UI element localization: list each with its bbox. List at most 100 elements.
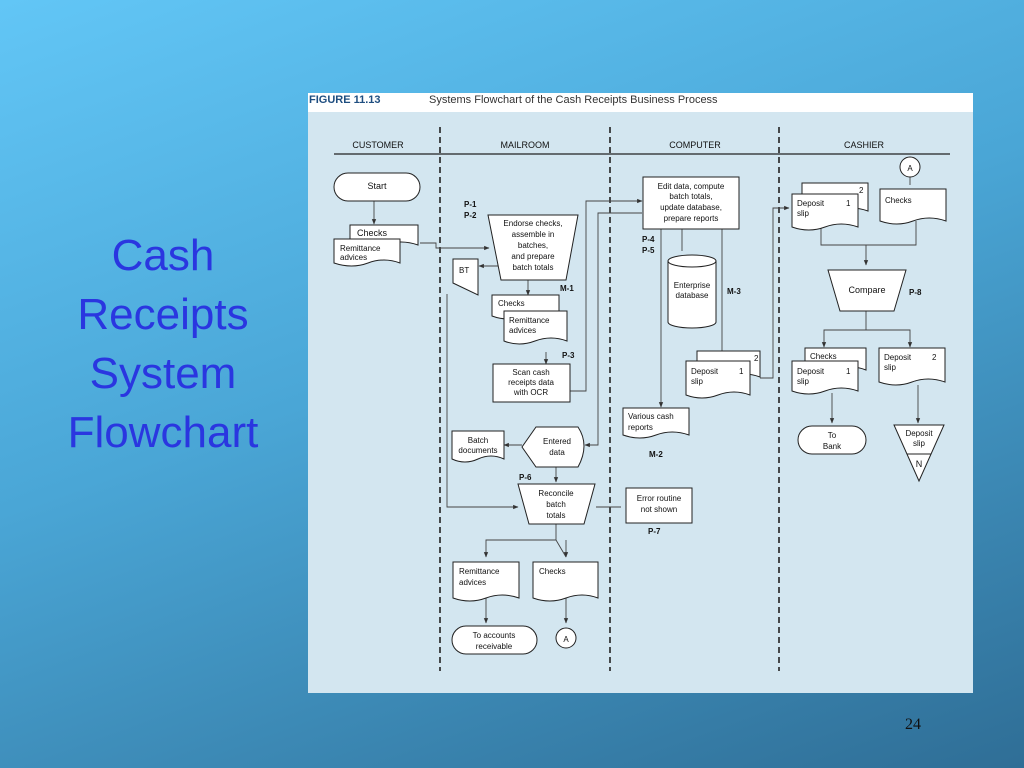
- reconcile-label: totals: [546, 511, 565, 520]
- remittance-document: [333, 238, 401, 267]
- connector-a-label: A: [907, 164, 913, 173]
- connector-a-circle: [899, 156, 921, 178]
- flow-arrow: [760, 205, 790, 379]
- remittance-label: advices: [509, 326, 536, 335]
- to-accounts-receivable-terminator: [451, 625, 538, 655]
- deposit-slip-label: slip: [797, 209, 810, 218]
- remittance-label: advices: [340, 253, 367, 262]
- label-m1: M-1: [560, 284, 574, 293]
- entered-data-label: Entered: [543, 437, 571, 446]
- to-ar-label: receivable: [476, 642, 513, 651]
- deposit-slip-label: Deposit: [691, 367, 719, 376]
- batch-documents-document: [451, 430, 505, 463]
- batch-documents-label: Batch: [468, 436, 488, 445]
- enterprise-database-top: [667, 254, 717, 268]
- checks-document: [532, 561, 599, 602]
- endorse-label: Endorse checks,: [503, 219, 562, 228]
- entered-data-label: data: [549, 448, 565, 457]
- remittance-label: Remittance: [509, 316, 550, 325]
- checks-label: Checks: [539, 567, 566, 576]
- reconcile-label: batch: [546, 500, 566, 509]
- computer-lane-shapes: Edit data, compute batch totals, update …: [622, 176, 761, 536]
- flow-arrow: [420, 242, 490, 251]
- scan-label: Scan cash: [512, 368, 549, 377]
- flow-line: [555, 539, 567, 558]
- file-label: slip: [913, 439, 926, 448]
- bt-label: BT: [459, 266, 469, 275]
- remittance-label: advices: [459, 578, 486, 587]
- reconcile-label: Reconcile: [538, 489, 574, 498]
- to-bank-label: Bank: [823, 442, 842, 451]
- copy-number: 1: [739, 367, 744, 376]
- lane-cashier: CASHIER: [844, 140, 885, 150]
- flow-arrow: [821, 311, 867, 348]
- checks-label: Checks: [885, 196, 912, 205]
- remittance-document: [503, 310, 568, 345]
- endorse-manual-operation: [487, 214, 579, 281]
- deposit-slip-label: Deposit: [884, 353, 912, 362]
- lane-computer: COMPUTER: [669, 140, 721, 150]
- compare-label: Compare: [848, 285, 885, 295]
- checks-document: [879, 188, 947, 225]
- label-p4: P-4: [642, 235, 655, 244]
- error-routine-label: Error routine: [637, 494, 682, 503]
- slide-title: Cash Receipts System Flowchart: [44, 226, 282, 462]
- slide-title-line: Cash: [111, 231, 215, 280]
- figure-header: FIGURE 11.13 Systems Flowchart of the Ca…: [308, 93, 973, 112]
- to-ar-label: To accounts: [473, 631, 516, 640]
- various-reports-document: [622, 407, 690, 439]
- flow-arrow: [483, 524, 557, 558]
- start-terminator: [333, 172, 421, 202]
- remittance-label: Remittance: [340, 244, 381, 253]
- connector-a-circle: [555, 627, 577, 649]
- enterprise-database-label: Enterprise: [674, 281, 711, 290]
- deposit-slip-label: slip: [691, 377, 704, 386]
- copy-number: 2: [754, 354, 759, 363]
- copy-number: 2: [859, 186, 864, 195]
- various-reports-label: Various cash: [628, 412, 674, 421]
- remittance-document: [452, 561, 520, 602]
- label-p2: P-2: [464, 211, 477, 220]
- slide-number: 24: [905, 716, 921, 733]
- lane-customer: CUSTOMER: [352, 140, 404, 150]
- flow-arrow: [584, 212, 642, 448]
- edit-data-label: batch totals,: [669, 192, 712, 201]
- connector-a-label: A: [563, 635, 569, 644]
- flowchart-diagram: CUSTOMER MAILROOM COMPUTER CASHIER: [333, 127, 950, 671]
- label-p7: P-7: [648, 527, 661, 536]
- flow-arrow: [863, 221, 917, 266]
- enterprise-database-cylinder: [667, 261, 717, 329]
- label-p1: P-1: [464, 200, 477, 209]
- file-label: Deposit: [905, 429, 933, 438]
- slide-title-line: Receipts: [77, 290, 249, 339]
- customer-lane-shapes: Start Checks Remittance advices: [333, 172, 421, 267]
- flowchart-figure: FIGURE 11.13 Systems Flowchart of the Ca…: [308, 93, 973, 693]
- endorse-label: and prepare: [511, 252, 555, 261]
- endorse-label: batches,: [518, 241, 548, 250]
- deposit-slip-label: Deposit: [797, 367, 825, 376]
- edit-data-label: prepare reports: [664, 214, 719, 223]
- file-triangle: [893, 424, 945, 483]
- various-reports-label: reports: [628, 423, 653, 432]
- flow-arrow: [866, 329, 913, 348]
- checks-label: Checks: [498, 299, 525, 308]
- to-bank-terminator: [797, 425, 867, 455]
- lane-headers: CUSTOMER MAILROOM COMPUTER CASHIER: [334, 127, 950, 671]
- edit-data-label: update database,: [660, 203, 722, 212]
- endorse-label: batch totals: [513, 263, 554, 272]
- figure-number: FIGURE 11.13: [309, 94, 381, 106]
- start-label: Start: [367, 181, 387, 191]
- deposit-slip-document: [685, 360, 751, 399]
- lane-mailroom: MAILROOM: [500, 140, 549, 150]
- label-m3: M-3: [727, 287, 741, 296]
- label-p5: P-5: [642, 246, 655, 255]
- batch-documents-label: documents: [458, 446, 497, 455]
- copy-number: 1: [846, 199, 851, 208]
- deposit-slip-document: [791, 360, 859, 395]
- to-bank-label: To: [828, 431, 837, 440]
- endorse-label: assemble in: [512, 230, 555, 239]
- deposit-slip-label: slip: [797, 377, 810, 386]
- deposit-slip-document: [878, 347, 946, 386]
- figure-caption: Systems Flowchart of the Cash Receipts B…: [429, 94, 718, 106]
- deposit-slip-document: [791, 193, 859, 231]
